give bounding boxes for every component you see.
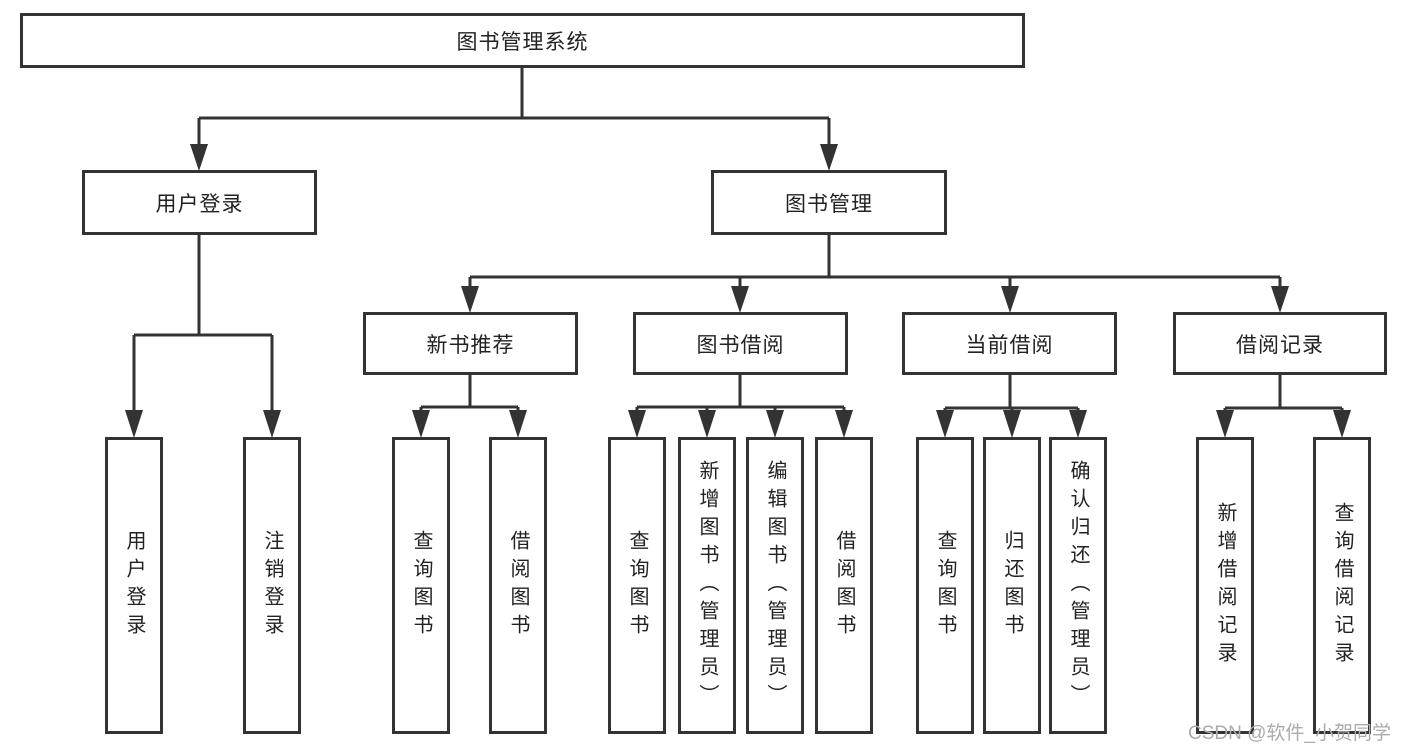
node-borrow-records: 借阅记录 <box>1173 312 1387 375</box>
leaf-query-books-recommend: 查询图书 <box>392 437 450 734</box>
leaf-return-book-label: 归还图书 <box>1001 529 1023 642</box>
node-current-borrow-label: 当前借阅 <box>965 333 1054 357</box>
csdn-watermark: CSDN @软件_小贺同学 <box>1188 723 1391 744</box>
node-book-management-label: 图书管理 <box>785 192 873 216</box>
node-borrow-records-label: 借阅记录 <box>1236 333 1324 357</box>
arrowhead-icon <box>1333 410 1351 438</box>
node-library-system: 图书管理系统 <box>20 13 1025 68</box>
connector-current-children <box>936 375 1087 438</box>
leaf-confirm-return-admin: 确认归还（管理员） <box>1049 437 1107 734</box>
leaf-add-book-admin: 新增图书（管理员） <box>678 437 736 734</box>
leaf-borrow-books-recommend: 借阅图书 <box>489 437 547 734</box>
leaf-query-books-borrow-label: 查询图书 <box>626 529 648 642</box>
leaf-confirm-return-admin-label: 确认归还（管理员） <box>1067 459 1089 712</box>
arrowhead-icon <box>1069 410 1087 438</box>
node-book-borrow-label: 图书借阅 <box>696 333 785 357</box>
arrowhead-icon <box>1001 286 1019 313</box>
connector-book-mgmt-children <box>461 235 1289 313</box>
arrowhead-icon <box>509 410 527 438</box>
connector-borrow-children <box>628 375 853 438</box>
leaf-logout-label: 注销登录 <box>261 529 283 642</box>
leaf-query-books-borrow: 查询图书 <box>608 437 666 734</box>
node-book-borrow: 图书借阅 <box>633 312 848 375</box>
arrowhead-icon <box>820 144 838 171</box>
node-new-book-recommend: 新书推荐 <box>363 312 578 375</box>
leaf-borrow-books-label: 借阅图书 <box>833 529 855 642</box>
connector-records-children <box>1216 375 1351 438</box>
arrowhead-icon <box>125 410 143 438</box>
leaf-query-borrow-record: 查询借阅记录 <box>1313 437 1371 734</box>
arrowhead-icon <box>190 144 208 171</box>
connector-new-rec-children <box>412 375 527 438</box>
leaf-user-login: 用户登录 <box>105 437 163 734</box>
leaf-add-book-admin-label: 新增图书（管理员） <box>696 459 718 712</box>
leaf-add-borrow-record: 新增借阅记录 <box>1196 437 1254 734</box>
leaf-user-login-label: 用户登录 <box>123 529 145 642</box>
connector-user-login-children <box>125 235 281 438</box>
arrowhead-icon <box>936 410 954 438</box>
node-user-login-label: 用户登录 <box>155 192 244 216</box>
leaf-borrow-books: 借阅图书 <box>815 437 873 734</box>
leaf-query-books-current: 查询图书 <box>916 437 974 734</box>
leaf-add-borrow-record-label: 新增借阅记录 <box>1214 501 1236 670</box>
node-user-login: 用户登录 <box>82 170 317 235</box>
connector-root-to-level2 <box>190 68 838 171</box>
leaf-edit-book-admin: 编辑图书（管理员） <box>746 437 804 734</box>
leaf-return-book: 归还图书 <box>983 437 1041 734</box>
leaf-logout: 注销登录 <box>243 437 301 734</box>
node-new-book-recommend-label: 新书推荐 <box>426 333 515 357</box>
arrowhead-icon <box>1003 410 1021 438</box>
leaf-query-borrow-record-label: 查询借阅记录 <box>1331 501 1353 670</box>
arrowhead-icon <box>412 410 430 438</box>
arrowhead-icon <box>263 410 281 438</box>
leaf-query-books-recommend-label: 查询图书 <box>410 529 432 642</box>
leaf-borrow-books-recommend-label: 借阅图书 <box>507 529 529 642</box>
arrowhead-icon <box>461 286 479 313</box>
node-book-management: 图书管理 <box>711 170 947 235</box>
leaf-query-books-current-label: 查询图书 <box>934 529 956 642</box>
node-library-system-label: 图书管理系统 <box>456 30 589 54</box>
arrowhead-icon <box>1216 410 1234 438</box>
arrowhead-icon <box>731 286 749 313</box>
arrowhead-icon <box>698 410 716 438</box>
node-current-borrow: 当前借阅 <box>902 312 1117 375</box>
arrowhead-icon <box>1271 286 1289 313</box>
arrowhead-icon <box>766 410 784 438</box>
arrowhead-icon <box>835 410 853 438</box>
leaf-edit-book-admin-label: 编辑图书（管理员） <box>764 459 786 712</box>
arrowhead-icon <box>628 410 646 438</box>
